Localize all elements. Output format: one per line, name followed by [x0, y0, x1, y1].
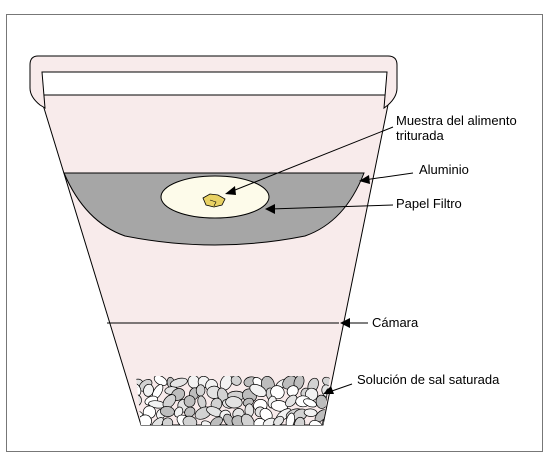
- salt-pebble: [327, 407, 330, 422]
- salt-pebble: [273, 415, 285, 425]
- salt-pebble: [285, 412, 296, 425]
- chamber-leader: [340, 318, 368, 328]
- salt-pebble: [225, 396, 243, 409]
- salt-pebble: [162, 417, 174, 425]
- sample-leader: [225, 126, 394, 195]
- filter-paper-label: Papel Filtro: [396, 196, 462, 211]
- salt-pebble: [169, 377, 188, 388]
- salt-leader: [323, 383, 353, 394]
- salt-pebble: [174, 406, 184, 418]
- salt-solution-label: Solución de sal saturada: [357, 372, 500, 387]
- salt-pebble: [153, 376, 168, 386]
- filter-paper-leader: [265, 204, 394, 214]
- salt-pebble: [210, 416, 223, 425]
- figure-frame: [6, 14, 543, 452]
- chamber-label: Cámara: [372, 315, 419, 330]
- aluminum-label: Aluminio: [419, 162, 469, 177]
- sample-label: Muestra del alimento triturada: [396, 113, 517, 143]
- salt-layer: [136, 376, 344, 432]
- salt-pebble: [241, 413, 255, 425]
- aluminum-leader: [359, 172, 414, 184]
- salt-pebble: [309, 420, 323, 425]
- salt-pebble: [184, 406, 196, 418]
- food-sample: [202, 193, 226, 208]
- salt-pebble: [183, 395, 196, 408]
- salt-pebble: [294, 416, 306, 425]
- container-rim: [29, 55, 398, 110]
- salt-pebble: [328, 416, 344, 432]
- salt-pebble: [285, 394, 298, 408]
- salt-pebble: [223, 413, 234, 425]
- container-body: [39, 94, 391, 426]
- salt-pebble: [303, 408, 318, 417]
- salt-pebble: [151, 417, 164, 425]
- salt-pebble: [182, 415, 198, 425]
- salt-pebble: [230, 376, 242, 386]
- salt-pebble: [303, 398, 317, 408]
- salt-pebble: [200, 420, 213, 425]
